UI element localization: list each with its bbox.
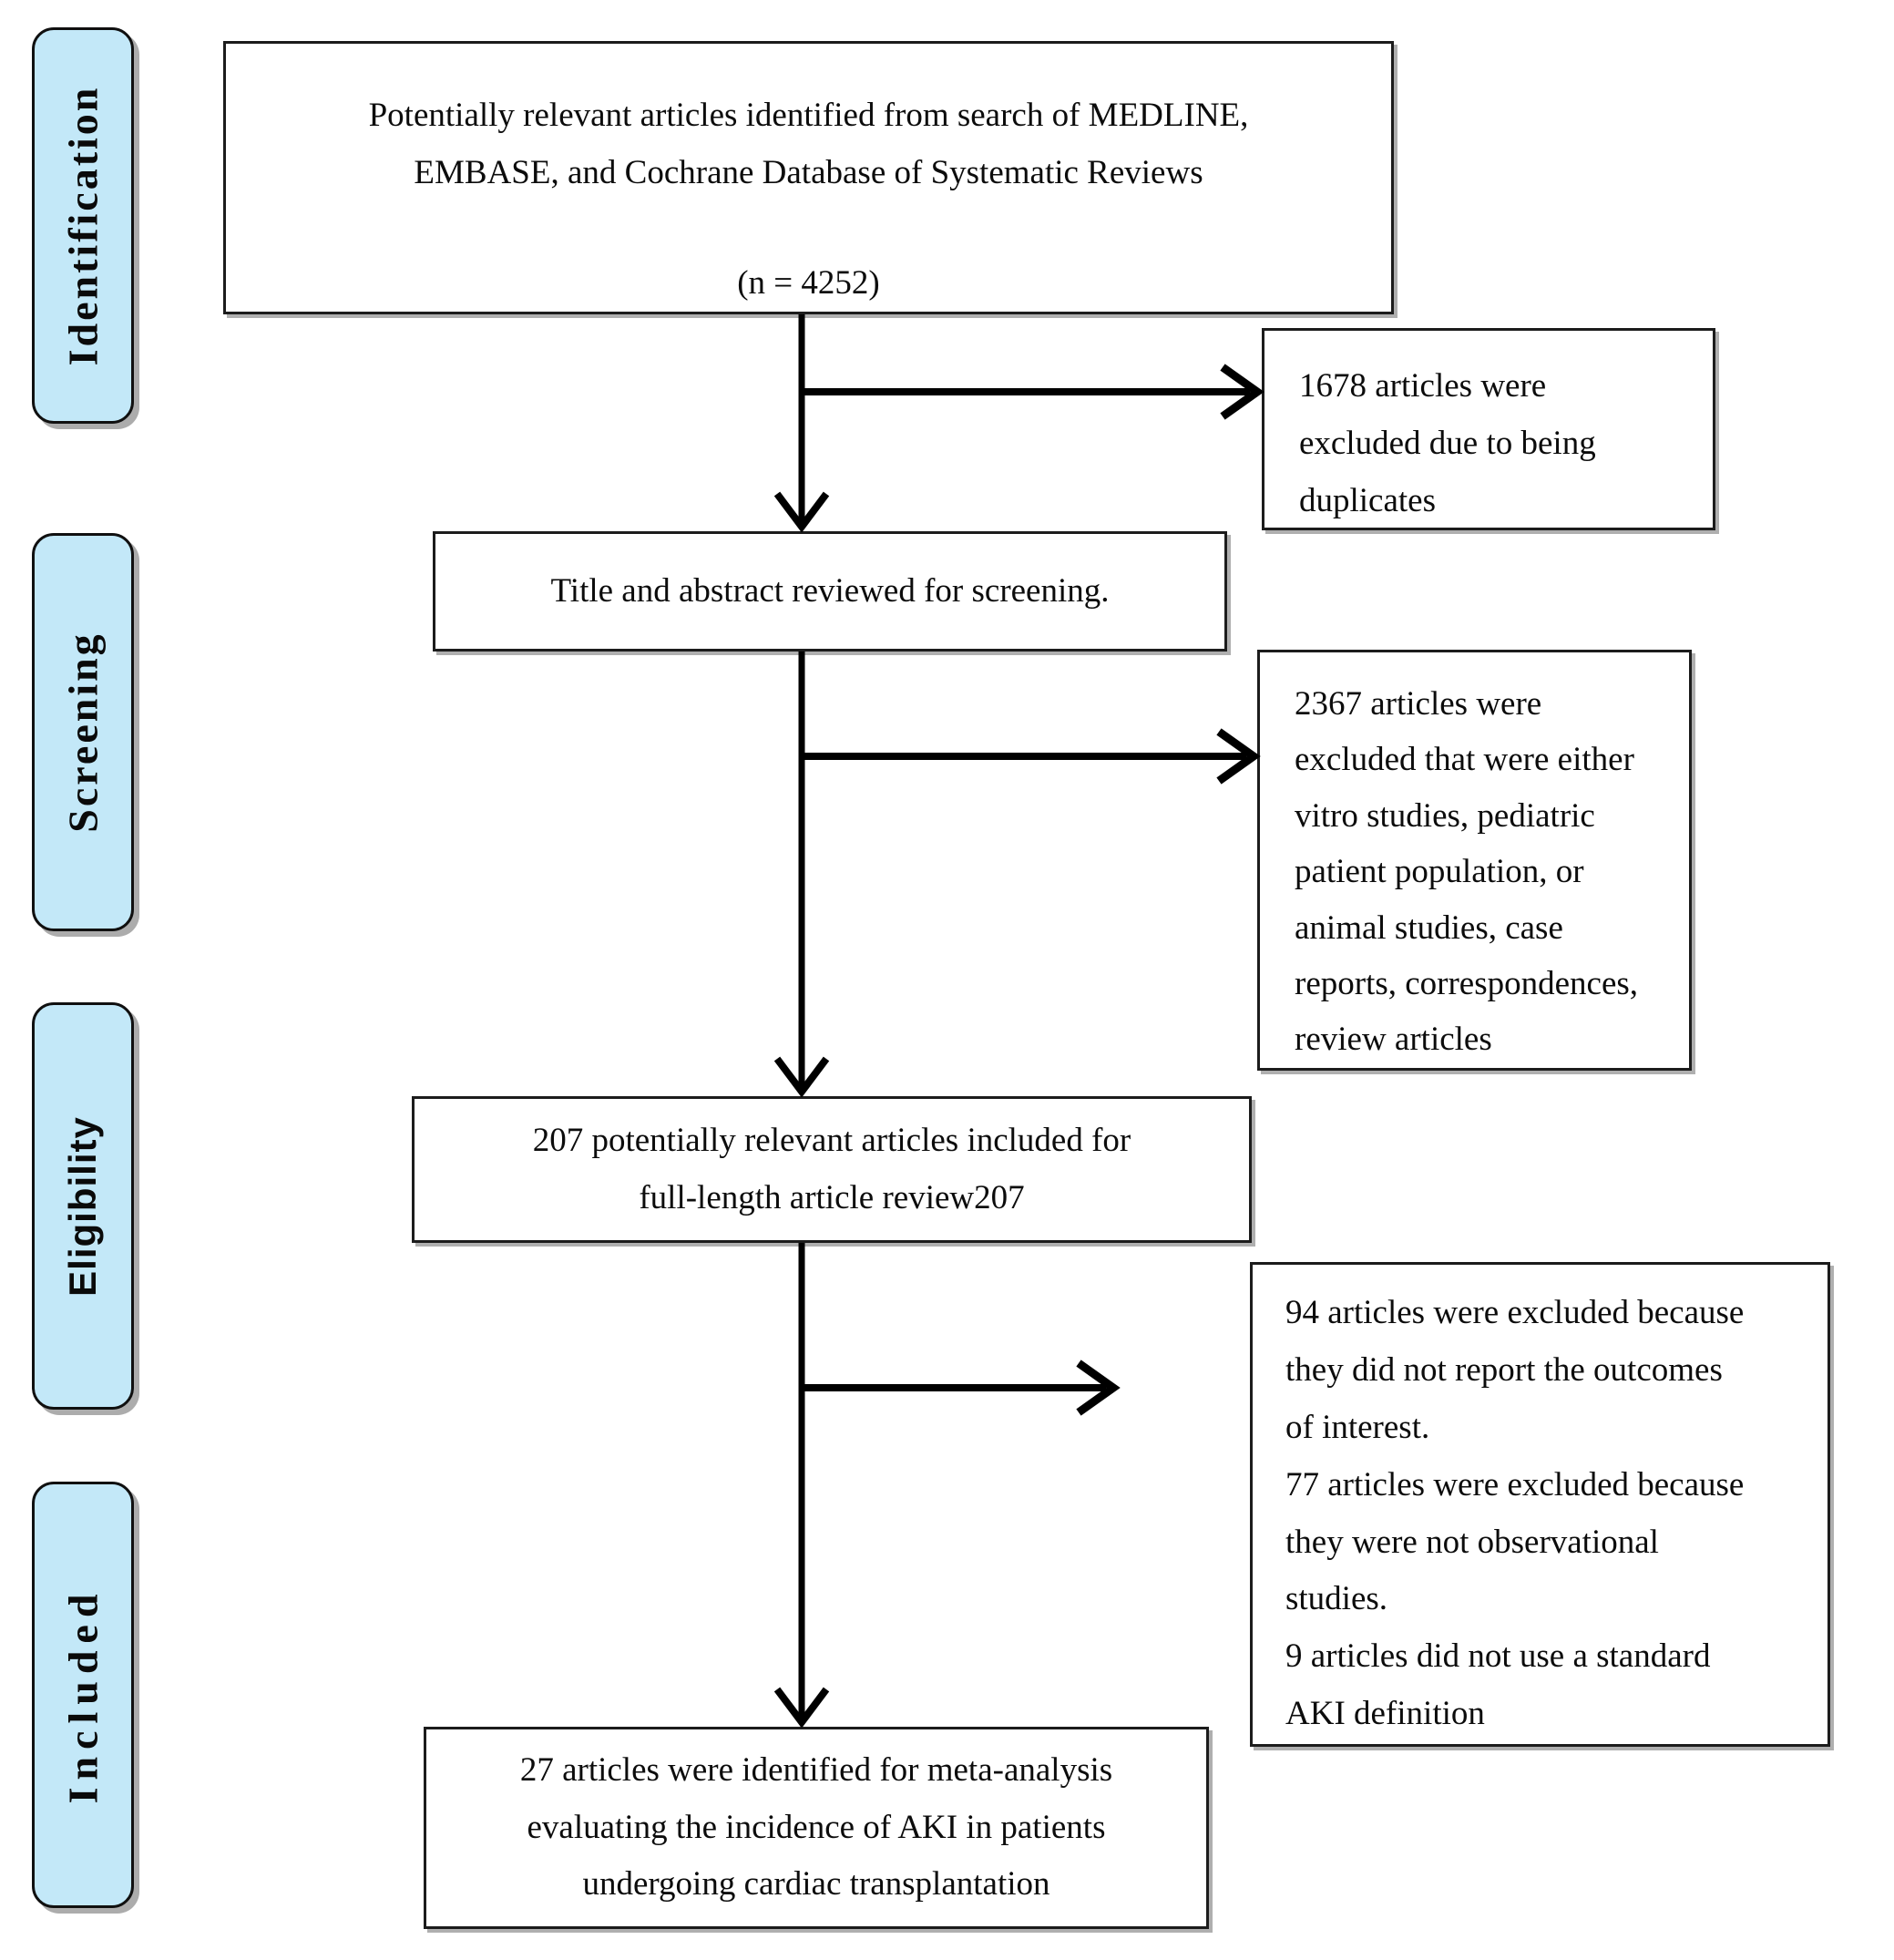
arrow-screening-to-eligibility <box>773 652 830 1098</box>
stage-pill-identification: Identification <box>32 27 134 424</box>
box-search-results: Potentially relevant articles identified… <box>223 41 1394 314</box>
stage-pill-screening: Screening <box>32 533 134 931</box>
box-duplicates-excluded: 1678 articles were excluded due to being… <box>1262 328 1715 530</box>
duplicates-excluded-text: 1678 articles were excluded due to being… <box>1299 367 1596 519</box>
stage-label-screening: Screening <box>59 631 107 833</box>
box-meta-analysis-included: 27 articles were identified for meta-ana… <box>424 1727 1209 1929</box>
stage-label-identification: Identification <box>59 85 107 366</box>
arrow-branch-fulltext-excluded <box>802 1360 1121 1416</box>
box-fulltext-review: 207 potentially relevant articles includ… <box>412 1096 1252 1243</box>
stage-label-included: Included <box>59 1586 107 1803</box>
fulltext-excluded-reason-3: 9 articles did not use a standard AKI de… <box>1285 1637 1711 1733</box>
stage-pill-included: Included <box>32 1482 134 1908</box>
search-results-count: (n = 4252) <box>737 263 880 302</box>
meta-analysis-included-text: 27 articles were identified for meta-ana… <box>519 1750 1113 1904</box>
stage-pill-eligibility: Eligibility <box>32 1002 134 1410</box>
arrow-branch-screening-excluded <box>802 728 1261 785</box>
arrow-branch-duplicates-excluded <box>802 364 1264 420</box>
box-title-abstract-screening: Title and abstract reviewed for screenin… <box>433 531 1227 652</box>
arrow-eligibility-to-included <box>773 1243 830 1729</box>
fulltext-excluded-reason-2: 77 articles were excluded because they w… <box>1285 1465 1745 1618</box>
stage-label-eligibility: Eligibility <box>61 1115 104 1297</box>
fulltext-review-text: 207 potentially relevant articles includ… <box>532 1121 1131 1216</box>
arrow-search-to-screening <box>773 314 830 533</box>
fulltext-excluded-reason-1: 94 articles were excluded because they d… <box>1285 1294 1745 1446</box>
box-screening-excluded: 2367 articles were excluded that were ei… <box>1257 650 1692 1071</box>
box-fulltext-excluded: 94 articles were excluded because they d… <box>1250 1262 1830 1747</box>
title-abstract-screening-text: Title and abstract reviewed for screenin… <box>550 571 1110 610</box>
search-results-text: Potentially relevant articles identified… <box>368 97 1249 191</box>
screening-excluded-text: 2367 articles were excluded that were ei… <box>1295 685 1639 1059</box>
